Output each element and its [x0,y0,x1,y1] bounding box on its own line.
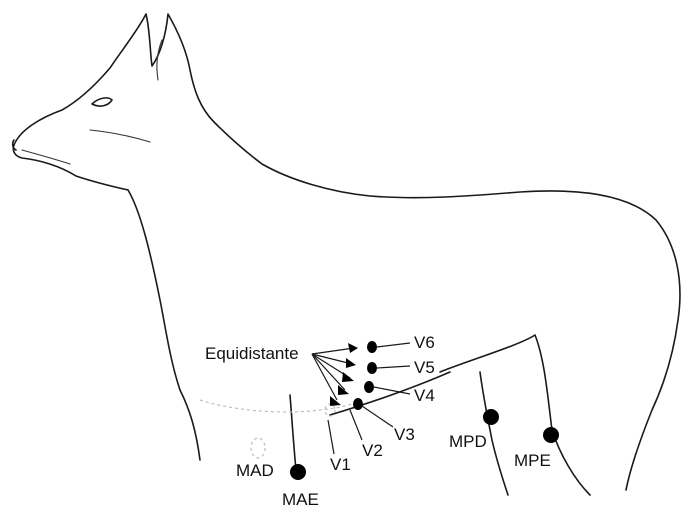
mpe-label: MPE [514,451,551,470]
v1-label: V1 [330,455,351,474]
mad-faint-marker [251,438,265,458]
v3-label: V3 [394,425,415,444]
mae-label: MAE [282,490,319,508]
equidistant-arrows [312,343,358,406]
precordial-electrodes [353,341,377,410]
mpd-label: MPD [449,432,487,451]
v4-label: V4 [414,386,435,405]
v6-electrode [367,341,377,353]
v5-label: V5 [414,358,435,377]
v6-label: V6 [414,333,435,352]
mae-electrode [290,464,306,480]
dog-outline [13,14,680,495]
mpd-electrode [483,409,499,425]
mpe-electrode [543,427,559,443]
mad-label: MAD [236,461,274,480]
equidistante-label: Equidistante [205,344,299,363]
v2-label: V2 [362,441,383,460]
v3-electrode [353,398,363,410]
v4-electrode [364,381,374,393]
v5-electrode [367,362,377,374]
